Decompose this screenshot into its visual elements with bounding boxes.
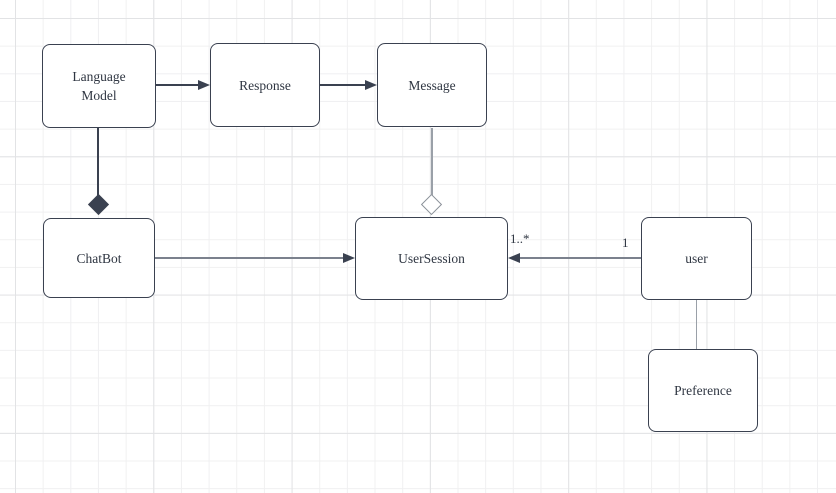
- node-label: user: [685, 251, 708, 266]
- aggregation-diamond-icon: [420, 193, 443, 215]
- node-user[interactable]: user: [641, 217, 752, 300]
- edge-line[interactable]: [695, 300, 697, 349]
- node-label: ChatBot: [76, 250, 122, 266]
- edge-line[interactable]: [320, 84, 366, 86]
- node-label: Preference: [674, 383, 732, 398]
- node-chatbot[interactable]: ChatBot: [43, 218, 155, 298]
- edge-line[interactable]: [156, 84, 200, 86]
- edge-line[interactable]: [431, 128, 433, 196]
- node-message[interactable]: Message: [377, 43, 487, 127]
- node-label: Language Model: [72, 69, 126, 103]
- multiplicity-label-source[interactable]: 1: [622, 235, 629, 250]
- node-usersession[interactable]: UserSession: [355, 217, 508, 300]
- node-response[interactable]: Response: [210, 43, 320, 127]
- node-language-model[interactable]: Language Model: [42, 44, 156, 128]
- composition-diamond-icon: [87, 193, 109, 216]
- arrowhead-right-icon: [198, 79, 210, 90]
- node-label: Message: [408, 77, 456, 93]
- multiplicity-label-target[interactable]: 1..*: [510, 231, 530, 246]
- arrowhead-right-icon: [343, 252, 355, 263]
- arrowhead-left-icon: [508, 252, 520, 263]
- node-label: UserSession: [398, 251, 465, 266]
- edge-line[interactable]: [155, 257, 344, 259]
- node-preference[interactable]: Preference: [648, 349, 758, 432]
- node-label: Response: [239, 77, 291, 93]
- arrowhead-right-icon: [365, 79, 377, 90]
- edge-line[interactable]: [97, 128, 99, 196]
- edge-line[interactable]: [519, 257, 641, 259]
